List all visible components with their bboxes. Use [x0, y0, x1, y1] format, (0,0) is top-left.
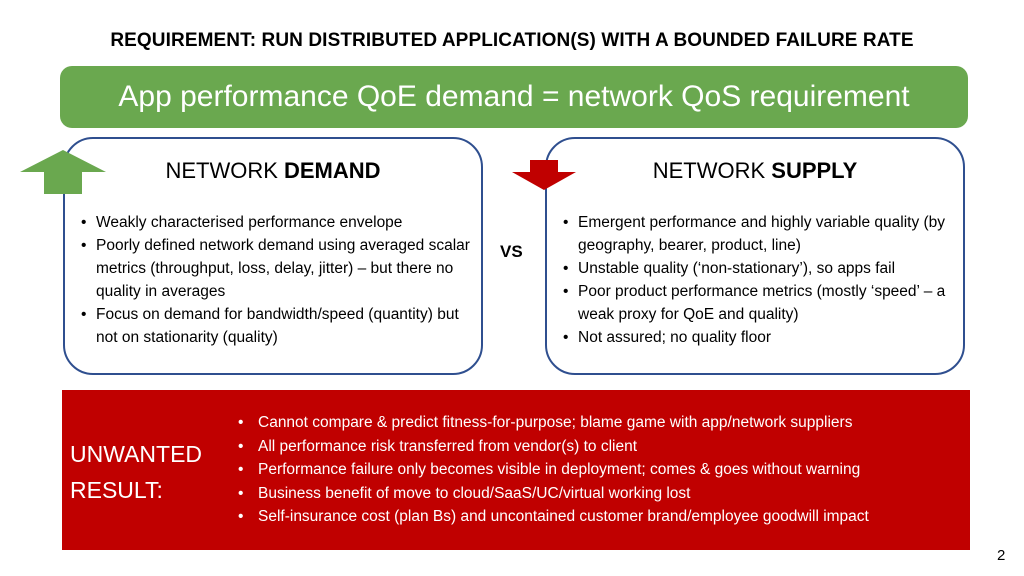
unwanted-result-bullets: •Cannot compare & predict fitness-for-pu… [238, 411, 869, 529]
arrow-up-icon [20, 150, 106, 194]
qoe-qos-banner: App performance QoE demand = network QoS… [60, 66, 968, 128]
list-item: •Weakly characterised performance envelo… [81, 214, 403, 231]
list-item: •Poor product performance metrics (mostl… [563, 283, 946, 323]
network-demand-title: NETWORK DEMAND [165, 158, 381, 183]
list-item: •Poorly defined network demand using ave… [81, 237, 470, 300]
network-supply-panel: NETWORK SUPPLY •Emergent performance and… [545, 137, 965, 375]
vs-label: VS [500, 242, 523, 261]
list-item: •Cannot compare & predict fitness-for-pu… [238, 414, 853, 431]
slide-heading: REQUIREMENT: RUN DISTRIBUTED APPLICATION… [110, 30, 914, 51]
list-item: •Not assured; no quality floor [563, 329, 771, 346]
unwanted-result-box: UNWANTED RESULT: •Cannot compare & predi… [62, 390, 970, 550]
qoe-qos-banner-text: App performance QoE demand = network QoS… [118, 80, 910, 113]
list-item: •All performance risk transferred from v… [238, 437, 638, 455]
arrow-down-icon [512, 160, 576, 190]
list-item: •Focus on demand for bandwidth/speed (qu… [81, 306, 459, 346]
unwanted-result-label: UNWANTED RESULT: [70, 441, 203, 503]
page-number: 2 [997, 547, 1006, 564]
network-demand-panel: NETWORK DEMAND •Weakly characterised per… [63, 137, 483, 375]
list-item: •Business benefit of move to cloud/SaaS/… [238, 484, 691, 502]
list-item: •Self-insurance cost (plan Bs) and uncon… [238, 508, 869, 525]
network-supply-bullets: •Emergent performance and highly variabl… [563, 211, 955, 349]
list-item: •Performance failure only becomes visibl… [238, 461, 861, 478]
list-item: •Emergent performance and highly variabl… [563, 214, 946, 254]
list-item: •Unstable quality (‘non-stationary’), so… [563, 260, 896, 277]
network-supply-title: NETWORK SUPPLY [652, 158, 858, 183]
network-demand-bullets: •Weakly characterised performance envelo… [81, 211, 473, 349]
